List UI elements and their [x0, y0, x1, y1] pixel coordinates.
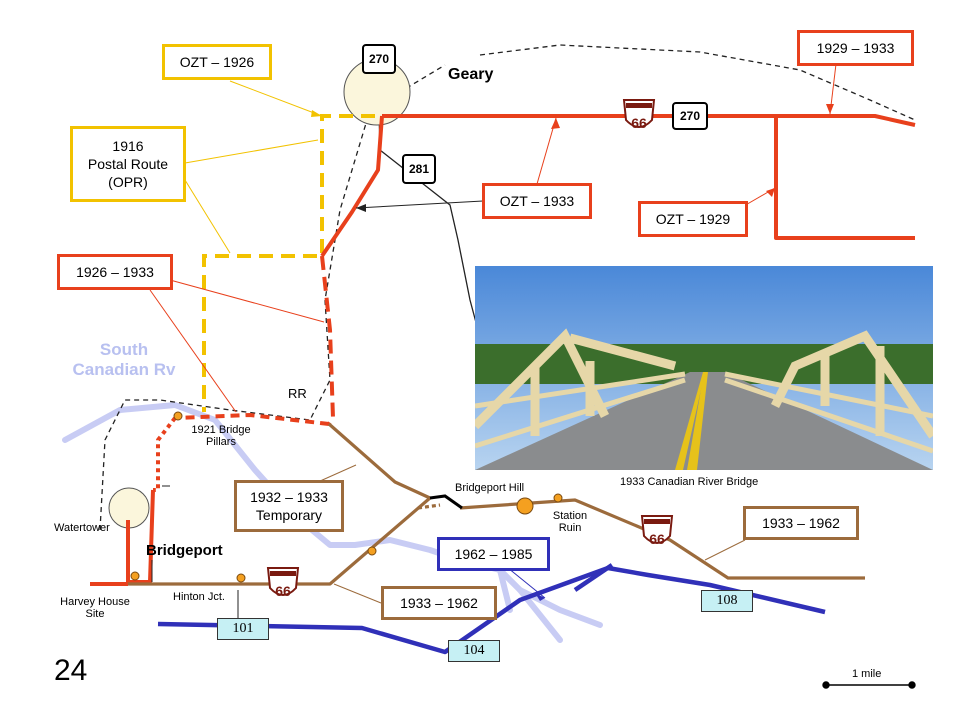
rr-label: RR: [288, 386, 307, 401]
bridge-pillars-dot: [173, 411, 183, 421]
svg-text:66: 66: [631, 115, 647, 131]
bridge-photo: [475, 266, 933, 470]
scale-label: 1 mile: [852, 668, 882, 680]
callout-1929-1933: 1929 – 1933: [797, 30, 914, 66]
harvey-line2: Site: [85, 608, 105, 620]
arrowhead-blue: [535, 593, 545, 601]
river-label-line2: Canadian Rv: [72, 360, 176, 380]
river-label-line1: South: [99, 340, 149, 359]
arrowhead-black: [356, 204, 366, 212]
station-line1: Station: [552, 510, 588, 522]
callout-1962-1985: 1962 – 1985: [437, 537, 550, 571]
route-1962-1985: [157, 563, 826, 655]
postal-line2: Postal Route: [87, 155, 169, 172]
temp-line1: 1932 – 1933: [250, 488, 328, 505]
harvey-house-label: Harvey House Site: [50, 596, 140, 620]
temporary-segment: [429, 494, 463, 510]
temp-line2: Temporary: [255, 507, 323, 523]
callout-ozt-1929: OZT – 1929: [638, 201, 748, 237]
svg-text:66: 66: [649, 531, 665, 547]
page-number: 24: [54, 654, 88, 687]
scale-bar: [822, 681, 916, 689]
bridgeport-label: Bridgeport: [146, 542, 223, 559]
bridgeport-hill-label: Bridgeport Hill: [455, 482, 525, 494]
bridge-pillars-line2: Pillars: [206, 436, 236, 448]
callout-1926-1933: 1926 – 1933: [57, 254, 173, 290]
highway-104-marker: 104: [448, 640, 500, 662]
us270-shield-east: 270: [672, 102, 708, 130]
landmark-dots: [130, 411, 563, 583]
watertower-dot: [130, 571, 140, 581]
hinton-dot: [236, 573, 246, 583]
photo-caption: 1933 Canadian River Bridge: [620, 476, 759, 488]
hinton-label: Hinton Jct.: [173, 591, 225, 603]
railroad: [99, 44, 916, 531]
bridge-pillars-label: 1921 Bridge Pillars: [182, 424, 260, 448]
station-line2: Ruin: [558, 522, 582, 534]
callout-1932-1933-temporary: 1932 – 1933 Temporary: [234, 480, 344, 532]
arrowheads: [551, 104, 834, 197]
bridge-pillars-line1: 1921 Bridge: [191, 424, 251, 436]
river-label: South Canadian Rv: [56, 340, 192, 381]
station-dot: [553, 493, 563, 503]
station-ruin-label: Station Ruin: [544, 510, 596, 534]
callout-1933-1962-west: 1933 – 1962: [381, 586, 497, 620]
us66-shield-west: 66: [266, 567, 300, 599]
us281-shield: 281: [402, 154, 436, 184]
bridgeport-hill-dot: [516, 497, 534, 515]
arrowhead-yellow: [311, 110, 322, 117]
callout-1933-1962-east: 1933 – 1962: [743, 506, 859, 540]
route-dot: [367, 546, 377, 556]
harvey-line1: Harvey House: [60, 596, 130, 608]
postal-line1: 1916: [112, 137, 144, 154]
us270-shield-geary: 270: [362, 44, 396, 74]
svg-text:66: 66: [275, 583, 291, 599]
us66-shield-top: 66: [622, 99, 656, 131]
watertower-label: Watertower: [54, 522, 110, 534]
callout-ozt-1933: OZT – 1933: [482, 183, 592, 219]
highway-101-marker: 101: [217, 618, 269, 640]
callout-ozt-1926: OZT – 1926: [162, 44, 272, 80]
postal-line3: (OPR): [108, 174, 148, 191]
route-1926-1933: [90, 114, 916, 586]
callout-postal-route: 1916 Postal Route (OPR): [70, 126, 186, 202]
route-1933-1962: [128, 422, 865, 586]
ozt-1926-route: [202, 114, 375, 412]
geary-label: Geary: [448, 66, 494, 83]
us66-shield-south: 66: [640, 515, 674, 547]
highway-108-marker: 108: [701, 590, 753, 612]
